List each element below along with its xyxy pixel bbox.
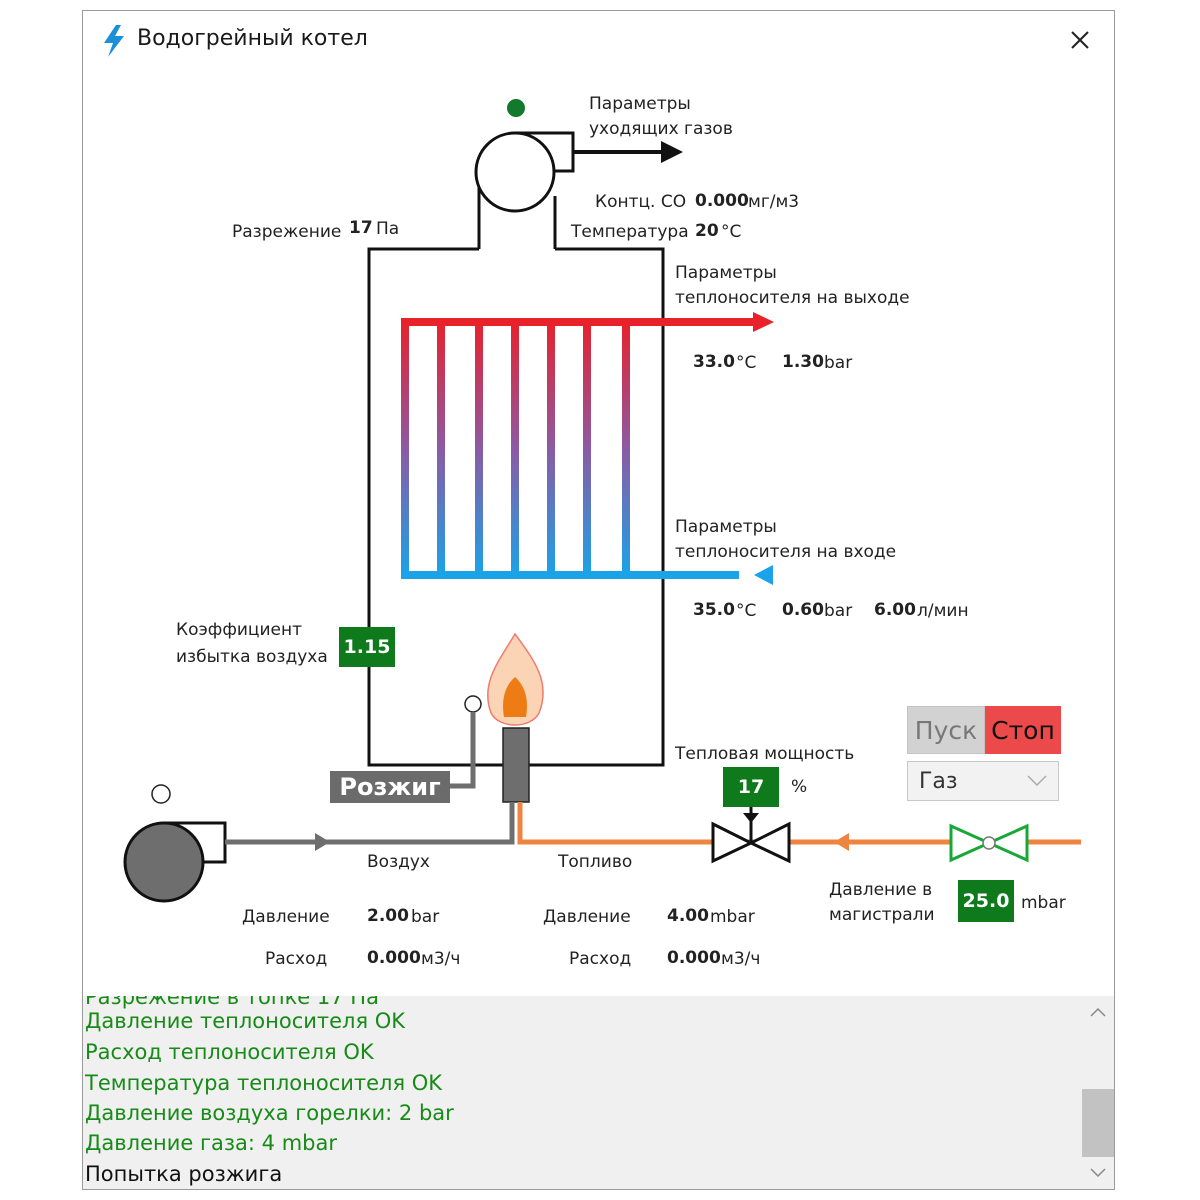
draft-value: 17 [349, 218, 373, 238]
inlet-flow-value: 6.00 [874, 600, 916, 620]
boiler-window: Водогрейный котел [82, 10, 1115, 1190]
fuel-type-value: Газ [919, 769, 958, 794]
event-log[interactable]: Разрежение в топке 17 Па Давление теплон… [83, 996, 1114, 1189]
chevron-down-icon [1027, 775, 1047, 787]
fuel-pressure-label: Давление [543, 907, 631, 927]
inlet-temp-unit: °C [736, 601, 757, 621]
ignition-button[interactable]: Розжиг [330, 771, 450, 803]
log-line: Расход теплоносителя OK [85, 1040, 374, 1064]
air-blower-icon [123, 821, 205, 903]
flue-temp-value: 20 [695, 221, 719, 241]
outlet-temp-value: 33.0 [693, 352, 735, 372]
air-blower-indicator [151, 784, 171, 804]
log-line: Температура теплоносителя OK [85, 1071, 443, 1095]
fuel-pressure-value: 4.00 [667, 906, 709, 926]
heat-exchanger [401, 323, 630, 575]
fuel-type-select[interactable]: Газ [907, 761, 1059, 801]
air-line [225, 802, 515, 845]
power-value: 17 [723, 767, 779, 807]
flue-temp-unit: °C [721, 222, 742, 242]
flue-arrow-icon [661, 141, 683, 163]
inlet-pressure-value: 0.60 [782, 600, 824, 620]
outlet-heading: Параметры [675, 263, 777, 283]
flue-heading: Параметры [589, 94, 691, 114]
control-valve-icon [711, 807, 791, 864]
mains-label: Давление в [829, 880, 933, 900]
inlet-heading-2: теплоносителя на входе [675, 542, 897, 562]
flue-temp-label: Температура [571, 222, 689, 242]
stop-button[interactable]: Стоп [985, 706, 1061, 754]
inlet-pressure-unit: bar [824, 601, 853, 621]
fuel-flow-unit: м3/ч [721, 949, 761, 969]
excess-air-label-2: избытка воздуха [176, 647, 328, 667]
excess-air-label: Коэффициент [176, 620, 303, 640]
close-icon[interactable] [1053, 19, 1109, 63]
shutoff-valve-icon [949, 823, 1029, 863]
inlet-arrow-icon [754, 565, 773, 585]
draft-unit: Па [376, 219, 400, 239]
boiler-diagram: Параметры уходящих газов Контц. CO 0.000… [83, 11, 1114, 996]
log-line: Давление теплоносителя OK [85, 1009, 406, 1033]
fuel-pressure-unit: mbar [710, 907, 755, 927]
air-pressure-unit: bar [411, 907, 440, 927]
co-label: Контц. CO [595, 192, 687, 212]
chevron-down-icon[interactable] [1082, 1158, 1114, 1189]
chevron-up-icon[interactable] [1082, 996, 1114, 1030]
mains-pressure-value: 25.0 [958, 880, 1014, 922]
air-pressure-label: Давление [242, 907, 330, 927]
outlet-heading-2: теплоносителя на выходе [675, 288, 910, 308]
mains-pressure-unit: mbar [1021, 893, 1066, 913]
fan-status-indicator [507, 99, 525, 117]
inlet-flow-unit: л/мин [917, 601, 969, 621]
co-unit: мг/м3 [748, 192, 800, 212]
scroll-thumb[interactable] [1082, 1089, 1114, 1157]
inlet-temp-value: 35.0 [693, 600, 735, 620]
lightning-icon [104, 25, 124, 57]
mains-label-2: магистрали [829, 905, 935, 925]
draft-label: Разрежение [232, 222, 342, 242]
outlet-pressure-value: 1.30 [782, 352, 824, 372]
outlet-pressure-unit: bar [824, 353, 853, 373]
title-bar: Водогрейный котел [83, 11, 1114, 69]
log-line: Давление газа: 4 mbar [85, 1131, 337, 1155]
flue-heading-2: уходящих газов [589, 119, 733, 139]
fuel-label: Топливо [558, 852, 633, 872]
air-label: Воздух [367, 852, 430, 872]
fuel-flow-value: 0.000 [667, 948, 721, 968]
co-value: 0.000 [695, 191, 749, 211]
power-unit: % [791, 777, 808, 797]
log-line: Попытка розжига [85, 1162, 283, 1186]
air-flow-unit: м3/ч [421, 949, 461, 969]
air-flow-value: 0.000 [367, 948, 421, 968]
fuel-line [517, 802, 1081, 845]
window-title: Водогрейный котел [137, 26, 368, 51]
power-label: Тепловая мощность [675, 744, 855, 764]
fuel-flow-label: Расход [569, 949, 632, 969]
outlet-temp-unit: °C [736, 353, 757, 373]
outlet-arrow-icon [753, 312, 774, 332]
air-pressure-value: 2.00 [367, 906, 409, 926]
start-button[interactable]: Пуск [907, 706, 985, 754]
log-line: Разрежение в топке 17 Па [85, 996, 379, 1009]
air-flow-label: Расход [265, 949, 328, 969]
inlet-heading: Параметры [675, 517, 777, 537]
igniter-indicator [464, 695, 482, 713]
exhaust-fan-icon [474, 131, 556, 213]
excess-air-value: 1.15 [339, 627, 395, 667]
log-scrollbar[interactable] [1082, 996, 1114, 1189]
burner-nozzle [502, 727, 530, 803]
log-line: Давление воздуха горелки: 2 bar [85, 1101, 454, 1125]
boiler-schematic [123, 99, 1081, 903]
